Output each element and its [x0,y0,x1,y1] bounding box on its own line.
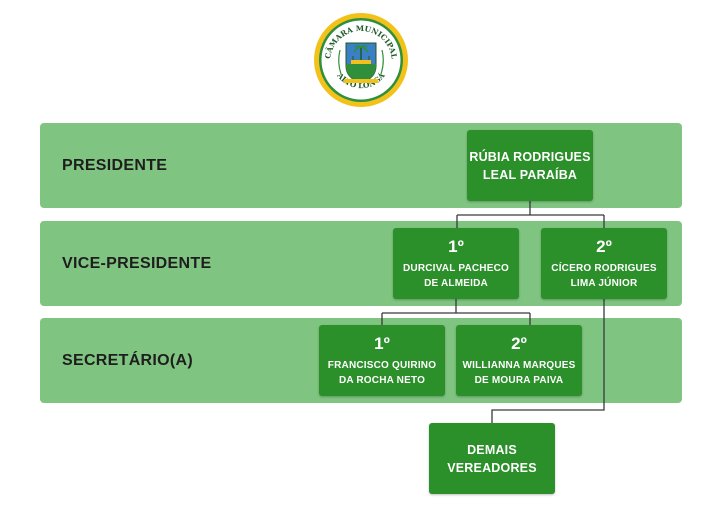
connector-vice2 [491,299,605,423]
vice2-name-line1: CÍCERO RODRIGUES [551,262,657,274]
row-label-secretary: SECRETÁRIO(A) [62,351,194,369]
others-line2: VEREADORES [447,460,537,475]
row-label-vice-president: VICE-PRESIDENTE [62,254,212,272]
sec1-order: 1º [374,333,390,353]
sec1-name-line1: FRANCISCO QUIRINO [327,359,437,371]
sec2-order: 2º [511,333,527,353]
plant-branch-icon [338,49,384,75]
vice2-name-line2: LIMA JÚNIOR [570,277,638,289]
vice1-name-line2: DE ALMEIDA [424,277,488,289]
other-councilors-box: DEMAIS VEREADORES [429,423,555,494]
connector-group [381,201,605,423]
vice2-box: 2º CÍCERO RODRIGUES LIMA JÚNIOR [541,228,667,299]
connector-vice1 [381,299,531,325]
shield-icon [345,42,377,84]
president-box: RÚBIA RODRIGUES LEAL PARAÍBA [467,130,593,201]
president-name-line2: LEAL PARAÍBA [482,167,578,182]
sec1-name-line2: DA ROCHA NETO [338,374,426,386]
sec2-name-line1: WILLIANNA MARQUES [462,359,576,371]
sec2-name-line2: DE MOURA PAIVA [474,374,564,386]
connector-president [456,201,605,228]
others-line1: DEMAIS [467,442,517,457]
sec2-box: 2º WILLIANNA MARQUES DE MOURA PAIVA [456,325,582,396]
camara-municipal-logo: CÂMARA MUNICIPAL ALTO LONGÁ [314,13,408,107]
vice1-box: 1º DURCIVAL PACHECO DE ALMEIDA [393,228,519,299]
row-label-president: PRESIDENTE [62,156,168,174]
vice1-order: 1º [448,236,464,256]
vice2-order: 2º [596,236,612,256]
vice1-name-line1: DURCIVAL PACHECO [403,262,509,274]
sec1-box: 1º FRANCISCO QUIRINO DA ROCHA NETO [319,325,445,396]
president-name-line1: RÚBIA RODRIGUES [469,149,591,164]
